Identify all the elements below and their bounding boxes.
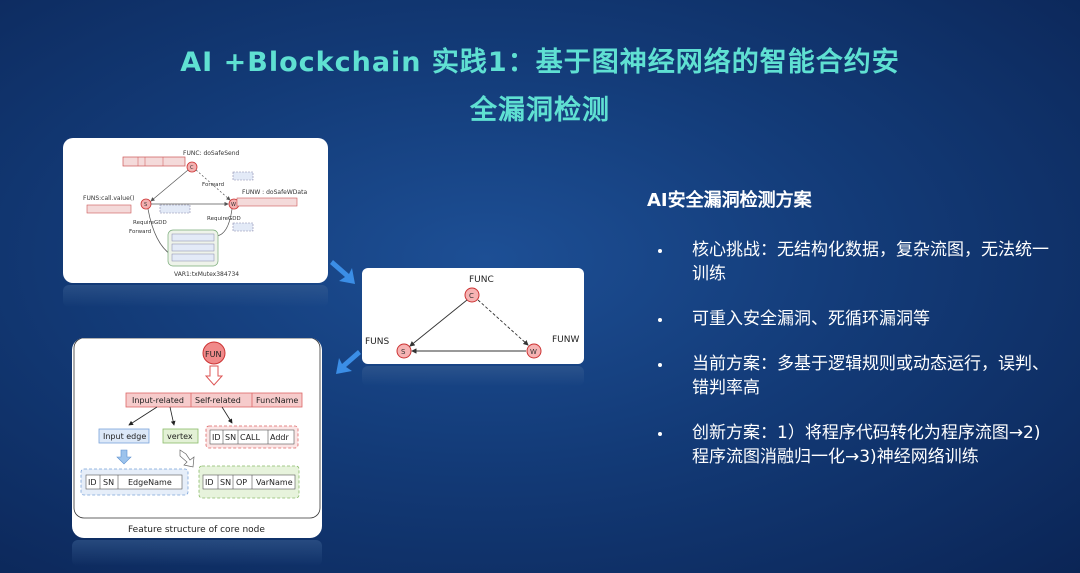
node-c-label: C xyxy=(190,165,194,171)
arrow-right-down-icon xyxy=(330,260,355,284)
bullet-item: 核心挑战：无结构化数据，复杂流图，无法统一训练 xyxy=(655,238,1050,286)
arrow-left-down-icon xyxy=(336,350,361,374)
bullet-item: 可重入安全漏洞、死循环漏洞等 xyxy=(655,307,1050,331)
self-field-sn: SN xyxy=(225,433,236,442)
simplified-graph: FUNC C S W FUNS FUNW xyxy=(365,275,579,359)
require-left: RequireGDD xyxy=(133,220,167,226)
fun-label: FUN xyxy=(205,350,221,359)
contract-flow-graph-card: FUNC: doSafeSend C S W Forward Forward R… xyxy=(63,138,328,283)
node-w-label: W xyxy=(231,202,236,208)
funw-label: FUNW : doSafeWData xyxy=(242,189,307,196)
funs-label: FUNS:call.value() xyxy=(83,195,134,202)
fun-node xyxy=(202,341,226,365)
input-edge-label: Input edge xyxy=(103,432,146,441)
self-field-id: ID xyxy=(212,433,221,442)
input-related-cell: Input-related xyxy=(132,396,184,405)
funcname-cell: FuncName xyxy=(256,396,298,405)
self-field-addr: Addr xyxy=(270,433,289,442)
g2-funw: FUNW xyxy=(552,335,579,345)
node-c xyxy=(186,161,198,173)
g2-node-w xyxy=(526,343,542,359)
g2-node-c xyxy=(464,287,480,303)
panel-heading: AI安全漏洞检测方案 xyxy=(647,190,812,211)
bullet-list: 核心挑战：无结构化数据，复杂流图，无法统一训练 可重入安全漏洞、死循环漏洞等 当… xyxy=(655,238,1050,490)
edge-field-sn: SN xyxy=(103,478,114,487)
func-label: FUNC: doSafeSend xyxy=(183,150,240,157)
g2-c: C xyxy=(469,292,474,300)
vertex-field-id: ID xyxy=(205,478,214,487)
contract-flow-graph: FUNC: doSafeSend C S W Forward Forward R… xyxy=(83,150,307,278)
self-field-call: CALL xyxy=(240,433,261,442)
g2-w: W xyxy=(530,348,537,356)
bullet-item: 当前方案：多基于逻辑规则或动态运行，误判、错判率高 xyxy=(655,352,1050,400)
vertex-label: vertex xyxy=(167,432,193,441)
feature-caption: Feature structure of core node xyxy=(128,525,265,535)
vertex-field-sn: SN xyxy=(220,478,231,487)
simplified-graph-card: FUNC C S W FUNS FUNW xyxy=(362,268,584,364)
feature-structure-card: FUN Input-related Self-related FuncName … xyxy=(72,338,322,538)
forward-top: Forward xyxy=(202,182,224,188)
slide-title-line1: AI +Blockchain 实践1：基于图神经网络的智能合约安 xyxy=(180,47,900,78)
vertex-field-varname: VarName xyxy=(256,478,293,487)
vertex-field-op: OP xyxy=(236,478,247,487)
g2-node-s xyxy=(396,343,412,359)
self-related-cell: Self-related xyxy=(195,396,241,405)
g2-funs: FUNS xyxy=(365,337,389,347)
g2-s: S xyxy=(401,348,406,356)
card3-reflection xyxy=(72,540,322,566)
forward-bottom: Forward xyxy=(129,229,151,235)
g2-func: FUNC xyxy=(469,275,494,285)
edge-field-edgename: EdgeName xyxy=(128,478,172,487)
require-right: RequireGDD xyxy=(207,216,241,222)
edge-field-id: ID xyxy=(88,478,97,487)
card1-reflection xyxy=(63,285,328,307)
slide-title-line2: 全漏洞检测 xyxy=(470,95,610,126)
feature-structure-diagram: FUN Input-related Self-related FuncName … xyxy=(73,338,321,535)
card2-reflection xyxy=(362,366,584,386)
var-label: VAR1:txMutex384734 xyxy=(174,271,239,278)
bullet-item: 创新方案：1）将程序代码转化为程序流图→2)程序流图消融归一化→3)神经网络训练 xyxy=(655,421,1050,469)
node-s-label: S xyxy=(144,202,147,208)
